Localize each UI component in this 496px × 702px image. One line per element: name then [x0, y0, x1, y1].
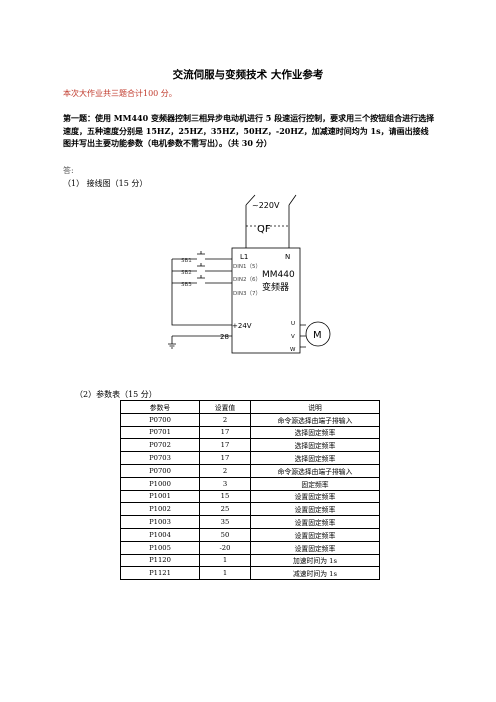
value-cell: 50 — [199, 527, 251, 542]
sb2-contact — [197, 263, 205, 267]
document-title: 交流伺服与变频技术 大作业参考 — [172, 69, 324, 81]
description-cell: 减速时间为 1s — [250, 566, 380, 581]
sb1-label: SB1 — [181, 258, 192, 264]
motor-wires — [300, 324, 306, 348]
description-cell: 选择固定频率 — [250, 425, 380, 440]
param-cell: P1120 — [120, 553, 200, 568]
sb2-label: SB2 — [181, 270, 192, 276]
header-param: 参数号 — [120, 400, 200, 414]
table-header-row: 参数号 设置值 说明 — [120, 400, 380, 414]
inverter-name-label: 变频器 — [262, 281, 289, 293]
description-cell: 设置固定频率 — [250, 515, 380, 529]
param-cell: P1000 — [120, 476, 200, 491]
header-value: 设置值 — [199, 400, 251, 414]
inverter-box — [231, 247, 301, 354]
din1-label: DIN1（5） — [233, 263, 261, 270]
description-cell: 选择固定频率 — [250, 451, 380, 465]
param-cell: P1121 — [120, 566, 200, 581]
terminal-l1-label: L1 — [240, 253, 248, 261]
description-cell: 命令源选择由端子排输入 — [250, 412, 380, 427]
value-cell: -20 — [199, 540, 251, 555]
description-cell: 固定频率 — [250, 476, 380, 491]
part-2-heading: （2）参数表（15 分） — [75, 390, 157, 399]
param-cell: P1002 — [120, 502, 200, 517]
description-cell: 选择固定频率 — [250, 438, 380, 453]
value-cell: 3 — [199, 476, 251, 491]
value-cell: 25 — [199, 502, 251, 517]
din3-label: DIN3（7） — [233, 290, 261, 297]
sb3-contact — [197, 275, 205, 279]
value-cell: 1 — [199, 553, 251, 568]
header-description: 说明 — [250, 400, 380, 414]
plus24v-label: +24V — [232, 322, 252, 330]
din2-label: DIN2（6） — [233, 276, 261, 283]
output-w-label: W — [290, 347, 296, 353]
param-cell: P0702 — [120, 438, 200, 453]
description-cell: 设置固定频率 — [250, 527, 380, 542]
output-u-label: U — [291, 321, 295, 327]
breaker-label: QF — [257, 224, 271, 235]
value-cell: 35 — [199, 515, 251, 529]
param-cell: P1005 — [120, 540, 200, 555]
param-cell: P1001 — [120, 489, 200, 504]
description-cell: 设置固定频率 — [250, 540, 380, 555]
value-cell: 1 — [199, 566, 251, 581]
description-cell: 设置固定频率 — [250, 502, 380, 517]
param-cell: P0701 — [120, 425, 200, 440]
description-cell: 命令源选择由端子排输入 — [250, 463, 380, 478]
param-cell: P0700 — [120, 412, 200, 427]
value-cell: 2 — [199, 463, 251, 478]
value-cell: 17 — [199, 438, 251, 453]
sb1-contact — [197, 251, 205, 255]
sb3-label: SB3 — [181, 282, 192, 288]
value-cell: 15 — [199, 489, 251, 504]
value-cell: 17 — [199, 425, 251, 440]
param-cell: P1003 — [120, 515, 200, 529]
output-v-label: V — [291, 334, 295, 340]
answer-label: 答: — [63, 166, 74, 175]
pin28-label: 28 — [220, 333, 229, 341]
common-24v-wire — [171, 259, 232, 326]
value-cell: 17 — [199, 451, 251, 465]
param-cell: P0700 — [120, 463, 200, 478]
value-cell: 2 — [199, 412, 251, 427]
supply-label: ~220V — [252, 201, 280, 210]
question-1-text: 第一题：使用 MM440 变频器控制三相异步电动机进行 5 段速运行控制，要求用… — [63, 113, 435, 148]
terminal-n-label: N — [285, 253, 290, 261]
motor-symbol — [305, 321, 331, 347]
part-1-heading: （1） 接线图（15 分） — [63, 179, 148, 188]
motor-label: M — [313, 330, 322, 341]
ground-wire — [168, 335, 232, 349]
intro-text: 本次大作业共三题合计100 分。 — [63, 89, 177, 98]
param-cell: P1004 — [120, 527, 200, 542]
supply-line-n — [288, 194, 297, 248]
description-cell: 加速时间为 1s — [250, 553, 380, 568]
inverter-model-label: MM440 — [262, 270, 295, 280]
param-cell: P0703 — [120, 451, 200, 465]
supply-line-l1 — [245, 194, 256, 248]
description-cell: 设置固定频率 — [250, 489, 380, 504]
